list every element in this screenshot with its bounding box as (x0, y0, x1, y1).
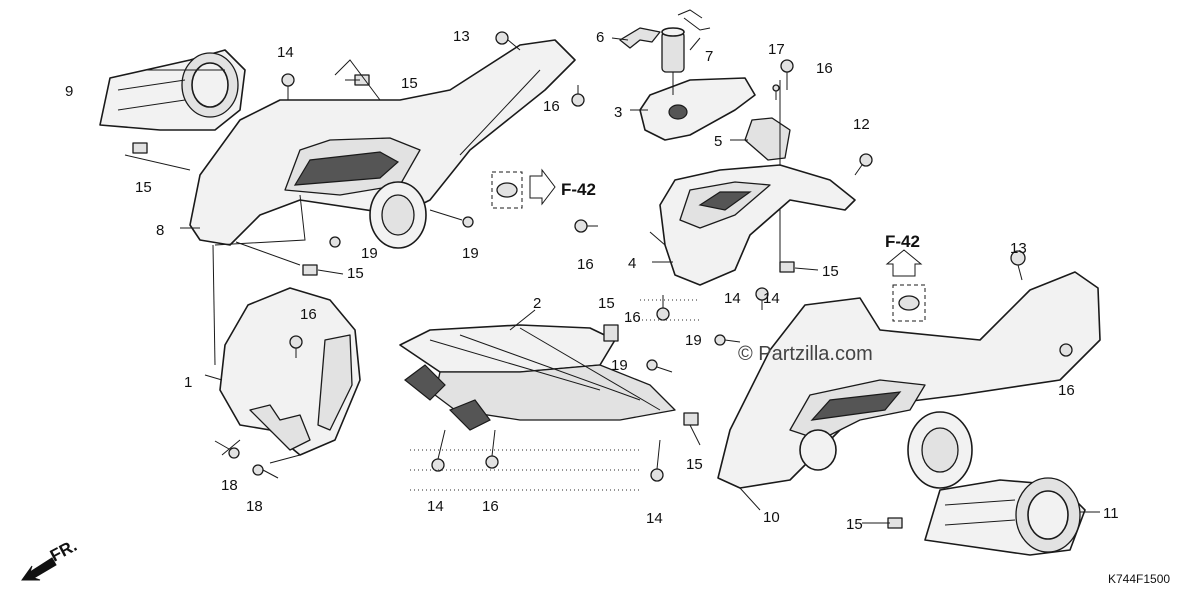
callout-19b: 19 (462, 245, 479, 262)
callout-15f: 15 (822, 263, 839, 280)
front-direction-arrow-icon (21, 557, 57, 581)
callout-13b: 13 (1010, 240, 1027, 257)
callout-12: 12 (853, 116, 870, 133)
callout-14e: 14 (763, 290, 780, 307)
callout-2: 2 (533, 295, 541, 312)
callout-3: 3 (614, 104, 622, 121)
callout-16e: 16 (624, 309, 641, 326)
callout-16a: 16 (543, 98, 560, 115)
part-6-shape (619, 27, 661, 49)
callout-14a: 14 (277, 44, 294, 61)
callout-1: 1 (184, 374, 192, 391)
callout-labels: 1 2 3 4 5 6 7 8 9 10 11 12 13 13 14 14 1… (65, 28, 1119, 533)
callout-15g: 15 (846, 516, 863, 533)
callout-14d: 14 (724, 290, 741, 307)
part-10-shape (717, 271, 1101, 489)
fasteners (132, 31, 1073, 529)
callout-16d: 16 (577, 256, 594, 273)
part-11-shape (924, 477, 1086, 556)
part-1-shape (219, 287, 361, 456)
ref-label-1: F-42 (561, 180, 596, 199)
callout-18a: 18 (221, 477, 238, 494)
callout-16c: 16 (300, 306, 317, 323)
leader-lines (124, 37, 1100, 524)
part-4-shape (659, 164, 856, 286)
diagram-code: K744F1500 (1108, 572, 1170, 586)
callout-8: 8 (156, 222, 164, 239)
ref-marker-2 (885, 249, 926, 322)
callout-10: 10 (763, 509, 780, 526)
part-2-shape (399, 324, 676, 431)
callout-15c: 15 (347, 265, 364, 282)
callout-7: 7 (705, 48, 713, 65)
callout-15e: 15 (686, 456, 703, 473)
callout-14c: 14 (646, 510, 663, 527)
callout-18b: 18 (246, 498, 263, 515)
callout-16f: 16 (482, 498, 499, 515)
callout-15b: 15 (135, 179, 152, 196)
part-7-shape (661, 9, 711, 95)
part-8-shape (189, 39, 576, 249)
callout-15d: 15 (598, 295, 615, 312)
callout-6: 6 (596, 29, 604, 46)
callout-15a: 15 (401, 75, 418, 92)
callout-9: 9 (65, 83, 73, 100)
watermark-text: © Partzilla.com (738, 343, 873, 365)
part-9-shape (99, 49, 246, 131)
callout-13a: 13 (453, 28, 470, 45)
callout-19d: 19 (685, 332, 702, 349)
callout-11: 11 (1103, 505, 1119, 522)
callout-17: 17 (768, 41, 785, 58)
callout-16b: 16 (816, 60, 833, 77)
callout-4: 4 (628, 255, 636, 272)
callout-16g: 16 (1058, 382, 1075, 399)
callout-19a: 19 (361, 245, 378, 262)
part-3-shape (639, 77, 756, 141)
ref-marker-1 (491, 168, 556, 209)
callout-19c: 19 (611, 357, 628, 374)
callout-14b: 14 (427, 498, 444, 515)
callout-5: 5 (714, 133, 722, 150)
ref-label-2: F-42 (885, 232, 920, 251)
